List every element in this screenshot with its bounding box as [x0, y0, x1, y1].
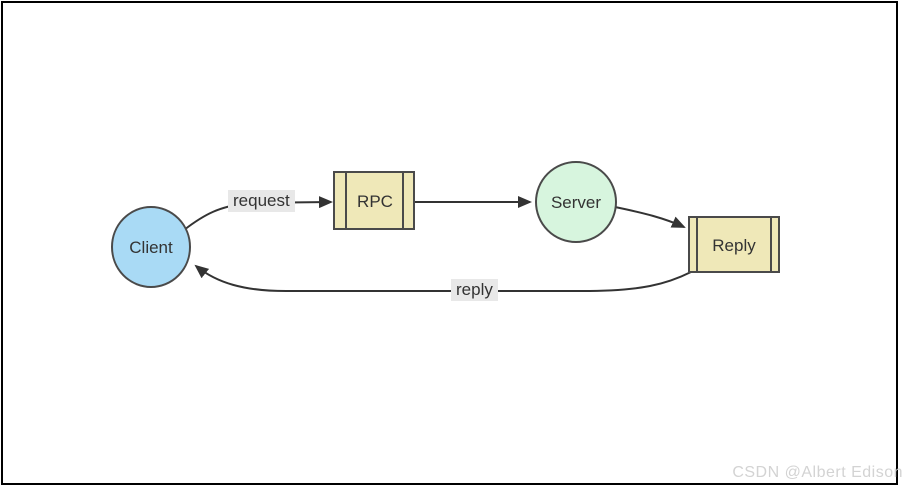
watermark-text: CSDN @Albert Edison: [732, 464, 903, 481]
node-reply: [688, 216, 780, 273]
edge-label-reply: reply: [451, 279, 498, 301]
node-client: [111, 206, 191, 288]
node-rpc-label: RPC: [357, 192, 393, 211]
node-rpc: [333, 171, 415, 230]
node-server-label: Server: [551, 193, 601, 212]
node-server: [535, 161, 617, 243]
node-reply-label: Reply: [712, 236, 756, 255]
node-client-label: Client: [129, 238, 173, 257]
edge-label-request: request: [228, 190, 295, 212]
edge-reply-to-client: [194, 264, 692, 292]
edge-server-to-reply: [614, 206, 686, 228]
